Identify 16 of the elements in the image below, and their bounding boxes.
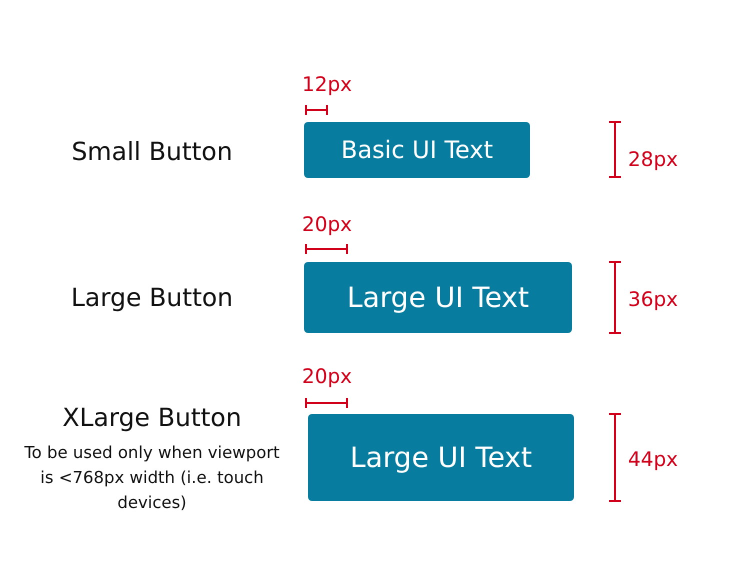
button-text: Basic UI Text bbox=[341, 136, 493, 164]
row-label: Large Button bbox=[70, 283, 234, 312]
dimension-label: 20px bbox=[302, 212, 352, 236]
dimension-label: 36px bbox=[628, 287, 678, 311]
dimension-label: 12px bbox=[302, 72, 352, 96]
row-label: Small Button bbox=[70, 137, 234, 166]
usage-note: To be used only when viewport is <768px width (i.e. touch devices) bbox=[23, 442, 281, 514]
button-sample bbox=[304, 122, 530, 178]
button-text: Large UI Text bbox=[350, 441, 532, 474]
dimension-label: 20px bbox=[302, 364, 352, 388]
dimension-label: 44px bbox=[628, 447, 678, 471]
dimension-label: 28px bbox=[628, 147, 678, 171]
button-sample bbox=[304, 262, 572, 333]
button-sample bbox=[308, 414, 574, 501]
row-label: XLarge Button bbox=[61, 403, 243, 432]
button-text: Large UI Text bbox=[347, 281, 529, 314]
